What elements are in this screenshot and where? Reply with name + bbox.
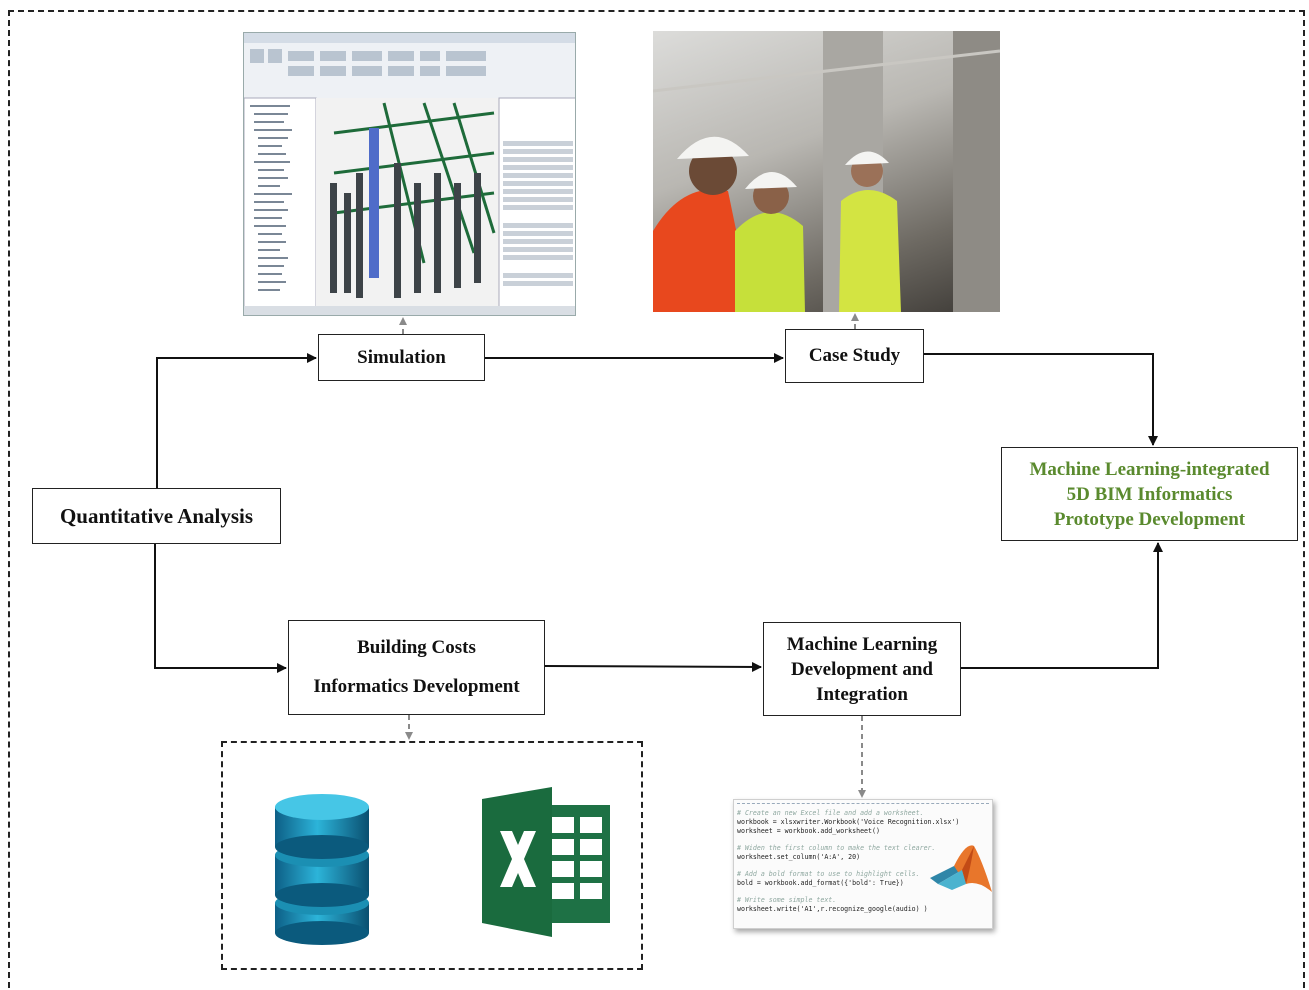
ml-5d-label-line2: 5D BIM Informatics — [1066, 483, 1233, 505]
code-line: worksheet.set_column('A:A', 20) — [737, 853, 861, 861]
code-line: bold = workbook.add_format({'bold': True… — [737, 879, 904, 887]
ml-5d-label-line1: Machine Learning-integrated — [1029, 458, 1270, 480]
revit-status-bar — [244, 306, 575, 315]
quantitative-analysis-label: Quantitative Analysis — [59, 503, 254, 528]
arrow-qa-to-building-costs — [154, 544, 287, 673]
arrow-ml-to-ml5d — [961, 542, 1163, 669]
arrow-building-costs-to-ml — [544, 661, 762, 672]
simulation-box: Simulation — [318, 334, 485, 381]
building-costs-label-line1: Building Costs — [357, 637, 476, 659]
case-study-photo — [653, 31, 1000, 312]
database-icon — [275, 794, 369, 945]
code-line: worksheet = workbook.add_worksheet() — [737, 827, 880, 835]
building-costs-box: Building Costs Informatics Development — [288, 620, 545, 715]
revit-title-bar — [244, 33, 575, 43]
data-sources-panel — [221, 741, 643, 970]
site-photo-drawing — [653, 31, 1000, 312]
ml-5d-bim-prototype-box: Machine Learning-integrated 5D BIM Infor… — [1001, 447, 1298, 541]
outer-dashed-frame — [8, 10, 1305, 988]
code-line: # Write some simple text. — [737, 896, 837, 904]
code-line: # Create an new Excel file and add a wor… — [737, 809, 924, 817]
quantitative-analysis-box: Quantitative Analysis — [32, 488, 281, 544]
simulation-label: Simulation — [357, 346, 446, 368]
code-line: # Widen the first column to make the tex… — [737, 844, 936, 852]
building-costs-label-line2: Informatics Development — [313, 675, 520, 697]
matlab-logo-icon — [930, 845, 992, 892]
excel-icon — [482, 787, 610, 937]
code-line: # Add a bold format to use to highlight … — [737, 870, 920, 878]
code-line: workbook = xlsxwriter.Workbook('Voice Re… — [737, 818, 960, 826]
case-study-label: Case Study — [808, 345, 901, 366]
case-study-box: Case Study — [785, 329, 924, 383]
ml-development-label-line1: Machine Learning — [786, 633, 938, 655]
arrow-case-study-to-ml5d — [924, 353, 1158, 446]
python-code-snippet: # Create an new Excel file and add a wor… — [733, 799, 993, 929]
ml-development-box: Machine Learning Development and Integra… — [763, 622, 961, 716]
ml-5d-label-line3: Prototype Development — [1053, 508, 1246, 530]
arrow-qa-to-simulation — [156, 353, 317, 488]
ml-development-label-line3: Integration — [816, 683, 908, 705]
ml-development-label-line2: Development and — [791, 658, 933, 680]
code-line: worksheet.write('A1',r.recognize_google(… — [737, 905, 928, 913]
revit-drawing — [244, 43, 575, 309]
revit-simulation-screenshot — [243, 32, 576, 316]
